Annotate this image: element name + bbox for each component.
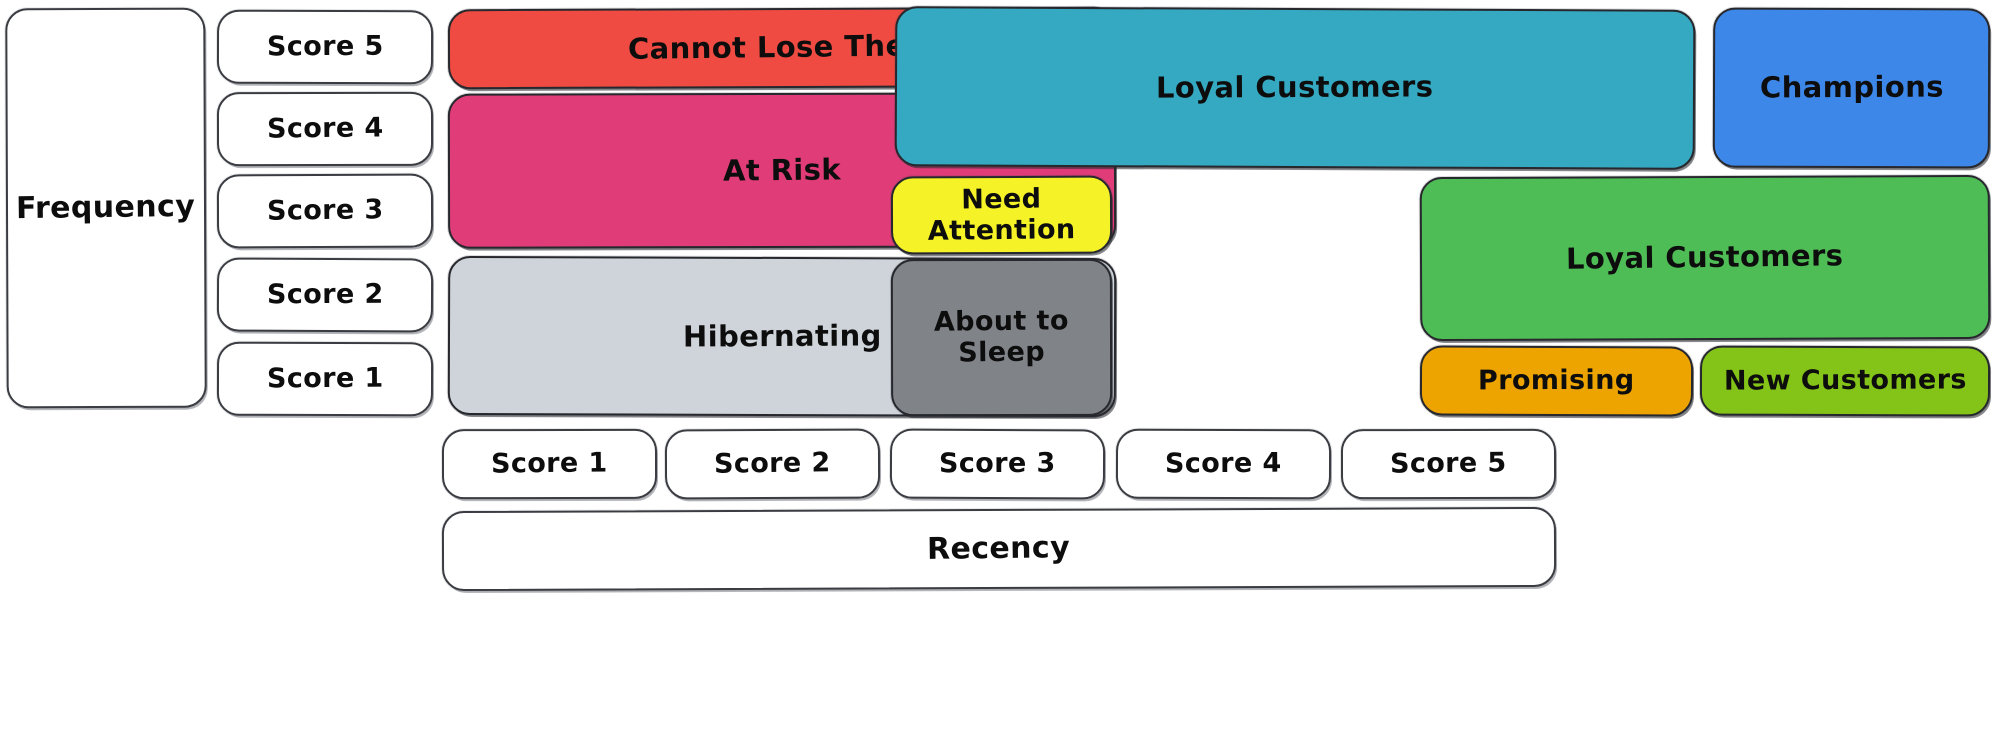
- frequency-tick-score-4-label: Score 4: [266, 112, 384, 146]
- recency-tick-score-2[interactable]: Score 2: [664, 428, 881, 500]
- recency-tick-score-1[interactable]: Score 1: [441, 428, 658, 500]
- recency-tick-score-2-label: Score 2: [713, 447, 832, 481]
- segment-need-attention[interactable]: Need Attention: [890, 175, 1113, 255]
- segment-new-customers[interactable]: New Customers: [1699, 345, 1991, 417]
- segment-loyal-customers-green-label: Loyal Customers: [1566, 238, 1844, 277]
- frequency-tick-score-2-label: Score 2: [266, 279, 384, 311]
- recency-tick-score-3[interactable]: Score 3: [889, 428, 1106, 500]
- segment-loyal-customers-green[interactable]: Loyal Customers: [1419, 174, 1991, 342]
- frequency-tick-score-2[interactable]: Score 2: [216, 257, 434, 333]
- segment-at-risk-label: At Risk: [722, 152, 842, 188]
- frequency-tick-score-3-label: Score 3: [266, 194, 384, 228]
- segment-hibernating-label: Hibernating: [682, 318, 882, 354]
- segment-need-attention-label: Need Attention: [927, 183, 1076, 247]
- recency-tick-score-5-label: Score 5: [1390, 447, 1507, 481]
- recency-axis-label: Recency: [441, 506, 1557, 592]
- frequency-axis-label-text: Frequency: [16, 188, 196, 226]
- recency-axis-label-text: Recency: [927, 529, 1071, 567]
- frequency-tick-score-3[interactable]: Score 3: [216, 173, 434, 249]
- frequency-axis-label: Frequency: [5, 7, 207, 409]
- segment-new-customers-label: New Customers: [1723, 364, 1967, 398]
- recency-tick-score-4[interactable]: Score 4: [1115, 428, 1332, 500]
- frequency-tick-score-5[interactable]: Score 5: [216, 9, 434, 85]
- segment-about-to-sleep-label: About to Sleep: [933, 305, 1069, 369]
- frequency-tick-score-1-label: Score 1: [266, 363, 384, 395]
- segment-loyal-customers-teal-label: Loyal Customers: [1156, 69, 1434, 105]
- segment-champions[interactable]: Champions: [1712, 7, 1991, 169]
- recency-tick-score-1-label: Score 1: [491, 447, 608, 481]
- frequency-tick-score-5-label: Score 5: [266, 31, 384, 63]
- segment-champions-label: Champions: [1759, 69, 1944, 105]
- recency-tick-score-3-label: Score 3: [939, 448, 1056, 480]
- recency-tick-score-4-label: Score 4: [1165, 448, 1282, 480]
- recency-tick-score-5[interactable]: Score 5: [1340, 428, 1557, 500]
- segment-about-to-sleep[interactable]: About to Sleep: [890, 258, 1113, 417]
- frequency-tick-score-4[interactable]: Score 4: [216, 91, 434, 167]
- segment-promising[interactable]: Promising: [1419, 345, 1694, 417]
- frequency-tick-score-1[interactable]: Score 1: [216, 341, 434, 417]
- segment-loyal-customers-teal[interactable]: Loyal Customers: [894, 6, 1696, 170]
- segment-cannot-lose-them-label: Cannot Lose Them: [627, 28, 937, 67]
- segment-promising-label: Promising: [1478, 365, 1635, 397]
